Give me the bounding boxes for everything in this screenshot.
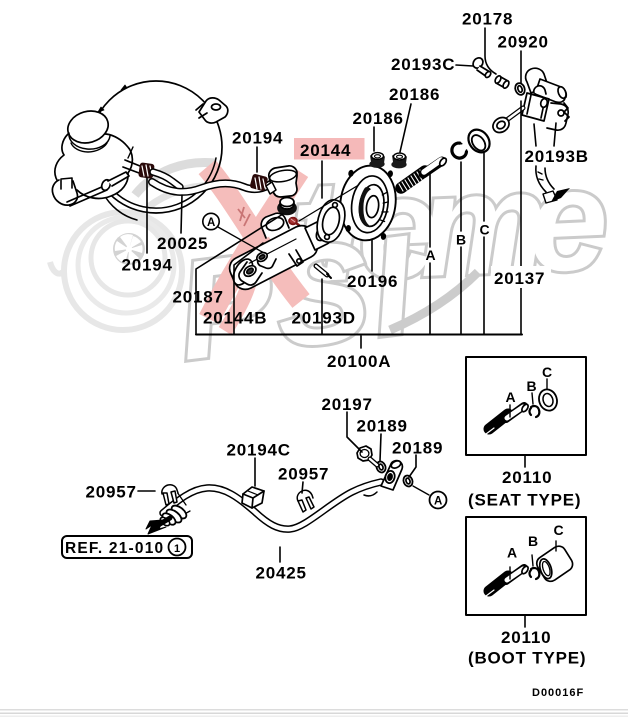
svg-text:C: C	[480, 222, 490, 238]
svg-text:20100A: 20100A	[327, 352, 391, 371]
svg-text:20189: 20189	[357, 417, 408, 436]
svg-text:20110: 20110	[502, 468, 552, 487]
svg-text:20025: 20025	[157, 234, 208, 253]
svg-text:20196: 20196	[347, 272, 398, 291]
svg-text:20178: 20178	[462, 10, 513, 29]
svg-text:A: A	[207, 217, 215, 229]
svg-text:A: A	[507, 545, 517, 561]
svg-text:20186: 20186	[353, 109, 404, 128]
svg-text:20920: 20920	[498, 33, 549, 52]
svg-text:REF. 21-010: REF. 21-010	[65, 540, 164, 557]
svg-text:20110: 20110	[501, 628, 551, 647]
svg-text:20187: 20187	[173, 288, 224, 307]
svg-text:20957: 20957	[86, 483, 137, 502]
svg-text:C: C	[554, 522, 564, 538]
svg-text:20197: 20197	[322, 395, 373, 414]
svg-text:20194C: 20194C	[227, 441, 291, 460]
svg-text:20144B: 20144B	[203, 309, 267, 328]
svg-text:20189: 20189	[392, 439, 443, 458]
svg-text:B: B	[456, 232, 466, 248]
svg-text:A: A	[434, 496, 442, 508]
svg-text:C: C	[542, 364, 552, 380]
svg-text:A: A	[506, 389, 516, 405]
svg-text:1: 1	[174, 543, 180, 555]
svg-text:20193B: 20193B	[525, 147, 589, 166]
svg-text:B: B	[527, 378, 537, 394]
svg-text:A: A	[426, 247, 436, 263]
svg-text:D00016F: D00016F	[532, 687, 584, 699]
svg-text:20137: 20137	[494, 269, 545, 288]
svg-text:20194: 20194	[232, 129, 283, 148]
svg-text:20193D: 20193D	[292, 309, 356, 328]
svg-text:20186: 20186	[389, 85, 440, 104]
svg-text:20957: 20957	[278, 465, 329, 484]
svg-text:20144: 20144	[300, 141, 351, 160]
svg-text:20425: 20425	[256, 564, 307, 583]
svg-text:(SEAT TYPE): (SEAT TYPE)	[468, 491, 581, 510]
svg-text:20193C: 20193C	[391, 55, 455, 74]
svg-text:20194: 20194	[122, 256, 173, 275]
svg-text:treme: treme	[288, 138, 608, 313]
svg-text:B: B	[528, 533, 538, 549]
svg-text:(BOOT TYPE): (BOOT TYPE)	[468, 649, 586, 668]
